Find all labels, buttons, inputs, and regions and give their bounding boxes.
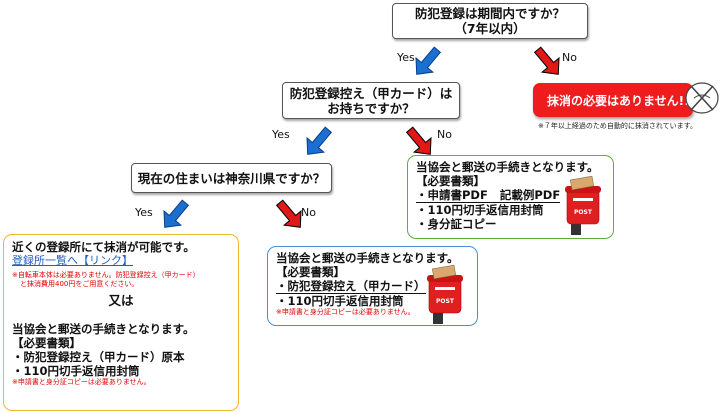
blue-item-envelope: ・110円切手返信用封筒 [276,294,404,308]
no-need-text: 抹消の必要はありません!! [547,93,690,108]
green-item-application: ・申請書PDF [416,188,488,202]
orange-card-title: 近くの登録所にて抹消が可能です。 [12,240,195,254]
blue-card-title: 当協会と郵送の手続きとなります。 [276,251,459,265]
question-period-line2: （7年以内） [454,21,526,36]
orange-item-card: ・防犯登録控え（甲カード）原本 [12,350,185,364]
question-card-possession: 防犯登録控え（甲カード）は お持ちですか？ [282,82,460,119]
yes-arrow-3 [155,195,195,235]
question-card-line2: お持ちですか？ [327,100,415,116]
yes-label-2: Yes [272,128,290,141]
orange-card-title2: 当協会と郵送の手続きとなります。 [12,322,195,336]
cross-out-icon [685,82,719,114]
postbox-label: POST [574,209,593,216]
question-residence-text: 現在の住まいは神奈川県ですか？ [137,170,326,186]
question-period-line1: 防犯登録は期間内ですか？ [414,6,565,21]
no-label-1: No [562,51,577,64]
yes-label-3: Yes [135,206,153,219]
blue-card-header: 【必要書類】 [276,265,345,279]
sample-pdf-link[interactable]: 記載例PDF [499,188,561,202]
no-label-3: No [301,206,316,219]
question-residence: 現在の住まいは神奈川県ですか？ [131,163,332,193]
no-label-2: No [437,128,452,141]
yes-label-1: Yes [397,51,415,64]
no-need-note: ※７年以上経過のため自動的に抹消されています。 [538,122,697,130]
blue-item-card: ・防犯登録控え（甲カード） [276,279,426,294]
orange-note-1: ※自転車本体は必要ありません。防犯登録控え（甲カード） [12,271,200,279]
orange-item-envelope: ・110円切手返信用封筒 [12,364,140,378]
postbox-icon: POST [565,176,601,235]
orange-card-note: ※申請書と身分証コピーは必要ありません。 [12,378,151,386]
green-card-header: 【必要書類】 [416,174,485,188]
orange-card-header: 【必要書類】 [12,336,81,350]
green-item-id-copy: ・身分証コピー [416,217,497,231]
orange-note-2: と抹消費用400円をご用意ください。 [20,280,139,288]
question-period: 防犯登録は期間内ですか？ （7年以内） [392,3,588,39]
blue-card-note: ※申請書と身分証コピーは必要ありません。 [276,308,415,316]
postbox-icon: POST [427,265,463,324]
yes-arrow-2 [298,122,338,162]
local-office-card: 近くの登録所にて抹消が可能です。 登録所一覧へ【リンク】 ※自転車本体は必要あり… [3,234,239,411]
postbox-label: POST [436,298,455,305]
no-need-banner: 抹消の必要はありません!! [533,83,693,117]
or-divider: 又は [108,293,134,308]
office-list-link[interactable]: 登録所一覧へ【リンク】 [12,254,133,267]
green-item-envelope: ・110円切手返信用封筒 [416,203,544,217]
green-card-title: 当協会と郵送の手続きとなります。 [416,160,599,174]
question-card-line1: 防犯登録控え（甲カード）は [289,85,453,101]
